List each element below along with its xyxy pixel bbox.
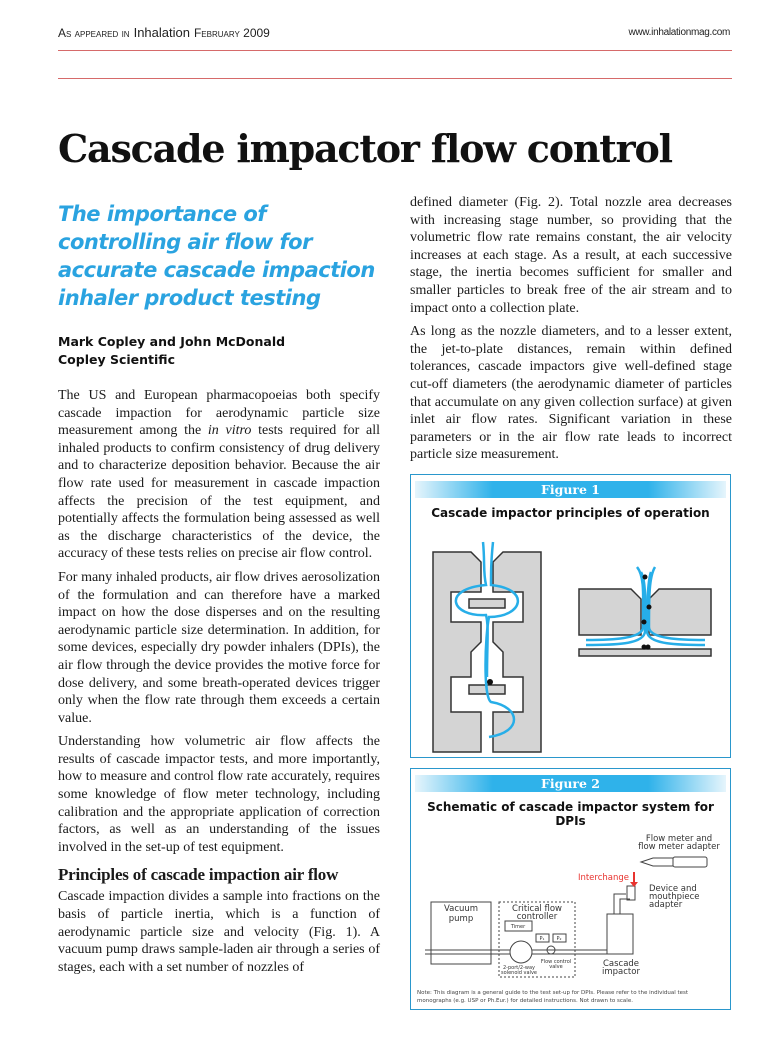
magazine-name: Inhalation	[133, 25, 190, 40]
section-heading: Principles of cascade impaction air flow	[58, 865, 339, 885]
controller-label: controller	[517, 912, 558, 922]
paragraph-text: The US and European pharmacopoeias both …	[58, 388, 380, 439]
valve-label: solenoid valve	[501, 970, 537, 976]
figure-2: Figure 2 Schematic of cascade impactor s…	[410, 768, 731, 1010]
impactor-principle-diagram	[432, 541, 712, 753]
flow-meter-label: Flow meter and	[646, 834, 712, 844]
as-appeared-label: As appeared in	[58, 26, 130, 40]
vacuum-label: Vacuum	[444, 904, 478, 914]
author-affiliation: Copley Scientific	[58, 352, 175, 367]
figure-label: Figure 1	[415, 481, 726, 498]
p1-label: P₁	[539, 936, 544, 942]
author-names: Mark Copley and John McDonald	[58, 334, 286, 349]
device-label: mouthpiece	[649, 892, 699, 902]
paragraph: defined diameter (Fig. 2). Total nozzle …	[410, 195, 732, 316]
device-label: adapter	[649, 900, 683, 910]
article-subtitle: The importance of controlling air flow f…	[58, 202, 375, 310]
flow-valve-label: valve	[549, 964, 562, 970]
website-link[interactable]: www.inhalationmag.com	[628, 27, 730, 38]
figure-title: Cascade impactor principles of operation	[431, 506, 710, 520]
paragraph: As long as the nozzle diameters, and to …	[410, 324, 732, 463]
article-title: Cascade impactor flow control	[58, 126, 673, 171]
p2-label: P₂	[556, 936, 561, 942]
paragraph: Understanding how volumetric air flow af…	[58, 734, 380, 855]
issue-date: February 2009	[193, 26, 270, 40]
figure-label: Figure 2	[415, 775, 726, 792]
interchange-label: Interchange	[578, 873, 629, 883]
paragraph: For many inhaled products, air flow driv…	[58, 569, 380, 726]
header-rule-2	[58, 78, 732, 79]
timer-label: Timer	[510, 924, 526, 930]
paragraph: The US and European pharmacopoeias both …	[58, 387, 380, 563]
figure-1: Figure 1 Cascade impactor principles of …	[410, 474, 731, 758]
flow-meter-label: flow meter adapter	[638, 842, 720, 852]
system-schematic: Vacuum pump Critical flow controller Tim…	[425, 834, 720, 978]
flow-valve-label: Flow control	[541, 959, 571, 965]
figure-note: Note: This diagram is a general guide to…	[417, 990, 689, 1004]
authors: Mark Copley and John McDonald Copley Sci…	[58, 333, 285, 369]
right-column: defined diameter (Fig. 2). Total nozzle …	[410, 194, 732, 470]
left-column: The US and European pharmacopoeias both …	[58, 387, 380, 982]
header-rule	[58, 50, 732, 51]
valve-label: 2-port/2-way	[503, 965, 535, 971]
paragraph-text: tests required for all inhaled products …	[58, 423, 380, 562]
device-label: Device and	[649, 884, 697, 894]
impactor-label: Cascade	[603, 959, 639, 969]
vacuum-label: pump	[449, 914, 473, 924]
controller-label: Critical flow	[512, 904, 562, 914]
impactor-label: impactor	[602, 967, 640, 977]
figure-title: Schematic of cascade impactor system for…	[427, 800, 714, 828]
paragraph: Cascade impaction divides a sample into …	[58, 889, 380, 975]
paragraph-italic: in vitro	[207, 423, 252, 439]
